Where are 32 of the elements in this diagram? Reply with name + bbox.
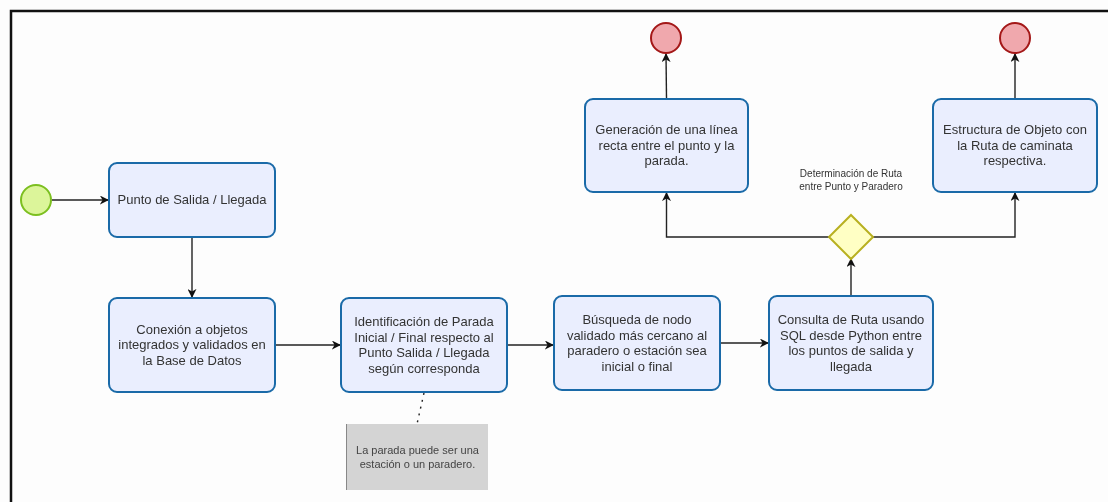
arrow (187, 237, 197, 298)
arrow (720, 338, 769, 348)
arrow (51, 195, 109, 205)
arrow (872, 192, 1020, 238)
gateway-label: Determinación de Ruta entre Punto y Paradero (798, 167, 904, 193)
arrow (275, 340, 341, 350)
start-event-circle (20, 184, 52, 216)
end-event-circle (650, 22, 682, 54)
process-box (584, 98, 749, 193)
end-event-circle (999, 22, 1031, 54)
arrow (846, 258, 856, 296)
process-box (932, 98, 1098, 193)
process-text: Identificación de Parada Inicial / Final respecto al Punto Salida / Llegada según corresponda (353, 314, 495, 376)
process-text: Estructura de Objeto con la Ruta de caminata respectiva. (942, 122, 1088, 169)
arrow (661, 53, 671, 99)
process-box (553, 295, 721, 391)
arrow (507, 340, 554, 350)
note-text: La parada puede ser una estación o un paradero. (355, 443, 480, 471)
gateway-diamond (827, 213, 875, 261)
process-text: Consulta de Ruta usando SQL desde Python entre los puntos de salida y llegada (776, 312, 926, 374)
process-box (768, 295, 934, 391)
arrow (1010, 53, 1020, 99)
process-box (108, 162, 276, 238)
process-text: Punto de Salida / Llegada (117, 192, 267, 208)
process-box (340, 297, 508, 393)
annotation-note (346, 424, 488, 490)
process-text: Conexión a objetos integrados y validados en la Base de Datos (117, 321, 267, 369)
arrow (662, 192, 830, 238)
dotted-connector (416, 392, 425, 425)
process-text: Generación de una línea recta entre el punto y la parada. (594, 122, 739, 169)
process-text: Búsqueda de nodo validado más cercano al paradero o estación sea inicial o final (565, 312, 709, 374)
process-box (108, 297, 276, 393)
